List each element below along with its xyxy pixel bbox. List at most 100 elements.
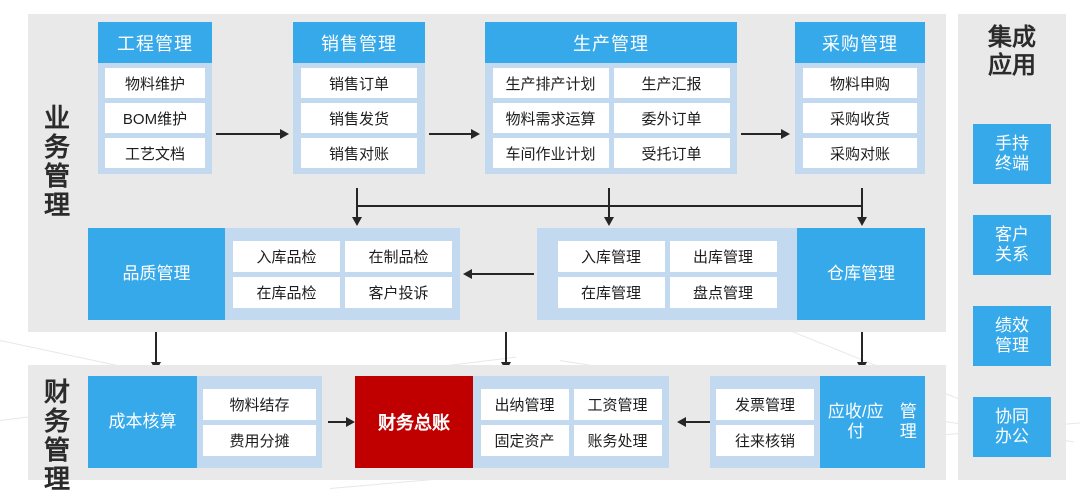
- app-button-customer-relations[interactable]: 客户 关系: [973, 215, 1051, 275]
- block-tiles-ledger-items: 出纳管理 工资管理 固定资产 账务处理: [473, 376, 669, 468]
- tile-material-requisition[interactable]: 物料申购: [803, 68, 917, 98]
- block-tiles-warehouse: 入库管理 出库管理 在库管理 盘点管理: [537, 228, 797, 320]
- module-header-purchase: 采购管理: [795, 22, 925, 63]
- block-tiles-quality: 入库品检 在制品检 在库品检 客户投诉: [225, 228, 460, 320]
- tile-wip-inspection[interactable]: 在制品检: [345, 240, 452, 272]
- app-3-line1: 协同: [995, 406, 1029, 426]
- finance-section-label: 财务管理: [43, 377, 70, 493]
- arrow-receivable-to-ledger-icon: [677, 417, 686, 427]
- block-general-ledger[interactable]: 财务总账: [355, 376, 473, 468]
- app-button-collaborative-office[interactable]: 协同 办公: [973, 397, 1051, 457]
- block-tiles-cost: 物料结存 费用分摊: [197, 376, 322, 468]
- module-tiles-sales: 销售订单 销售发货 销售对账: [293, 63, 425, 174]
- block-label-receivable: 应收/应付 管理: [820, 376, 925, 468]
- tile-purchase-receipt[interactable]: 采购收货: [803, 103, 917, 133]
- app-3-line2: 办公: [995, 427, 1029, 446]
- apps-title-line2: 应用: [988, 51, 1036, 79]
- arrow-bus-to-warehouse-right-icon: [857, 217, 867, 226]
- tile-sales-order[interactable]: 销售订单: [301, 68, 417, 98]
- tile-expense-allocation[interactable]: 费用分摊: [203, 424, 316, 456]
- module-card-purchase[interactable]: 采购管理 物料申购 采购收货 采购对账: [795, 22, 925, 174]
- module-header-production: 生产管理: [485, 22, 737, 63]
- app-1-line2: 关系: [995, 245, 1029, 264]
- app-2-line1: 绩效: [995, 315, 1029, 335]
- tile-cashier-management[interactable]: 出纳管理: [480, 388, 569, 420]
- connector-sales-drop: [356, 188, 358, 206]
- tile-outsourcing-order[interactable]: 委外订单: [613, 103, 730, 133]
- block-label-receivable-line2: 管理: [899, 401, 917, 441]
- integrated-apps-title: 集成 应用: [958, 24, 1066, 80]
- connector-production-to-purchase: [741, 133, 783, 135]
- app-button-performance-management[interactable]: 绩效 管理: [973, 306, 1051, 366]
- app-1-line1: 客户: [995, 224, 1029, 244]
- tile-material-maintenance[interactable]: 物料维护: [105, 68, 205, 98]
- tile-sales-delivery[interactable]: 销售发货: [301, 103, 417, 133]
- tile-stock-inspection[interactable]: 在库品检: [233, 276, 340, 308]
- block-cost-accounting[interactable]: 成本核算 物料结存 费用分摊: [88, 376, 322, 468]
- connector-sales-to-production: [429, 133, 473, 135]
- block-label-cost-accounting: 成本核算: [88, 376, 197, 468]
- block-label-warehouse: 仓库管理: [797, 228, 925, 320]
- app-0-line2: 终端: [995, 154, 1029, 173]
- tile-purchase-reconciliation[interactable]: 采购对账: [803, 138, 917, 168]
- connector-bus-to-warehouse-left: [608, 205, 610, 219]
- tile-material-balance[interactable]: 物料结存: [203, 388, 316, 420]
- block-label-quality: 品质管理: [88, 228, 225, 320]
- connector-production-drop: [608, 188, 610, 206]
- tile-mrp[interactable]: 物料需求运算: [492, 103, 609, 133]
- tile-customer-complaint[interactable]: 客户投诉: [345, 276, 452, 308]
- connector-to-ledger: [505, 332, 507, 364]
- module-tiles-production: 生产排产计划 生产汇报 物料需求运算 委外订单 车间作业计划 受托订单: [485, 63, 737, 174]
- tile-production-report[interactable]: 生产汇报: [613, 68, 730, 98]
- app-2-line2: 管理: [995, 336, 1029, 355]
- tile-settlement-writeoff[interactable]: 往来核销: [716, 424, 814, 456]
- connector-bus-to-warehouse-right: [861, 205, 863, 219]
- arrow-engineering-to-sales-icon: [280, 129, 289, 139]
- arrow-production-to-purchase-icon: [781, 129, 790, 139]
- tile-stocktaking-management[interactable]: 盘点管理: [669, 276, 777, 308]
- connector-warehouse-to-quality: [472, 273, 534, 275]
- connector-warehouse-to-receivable: [861, 332, 863, 364]
- tile-accounting-processing[interactable]: 账务处理: [573, 424, 662, 456]
- apps-title-line1: 集成: [988, 24, 1036, 51]
- module-header-sales: 销售管理: [293, 22, 425, 63]
- connector-engineering-to-sales: [216, 133, 282, 135]
- block-quality-management[interactable]: 品质管理 入库品检 在制品检 在库品检 客户投诉: [88, 228, 460, 320]
- block-receivable-payable[interactable]: 发票管理 往来核销 应收/应付 管理: [710, 376, 925, 468]
- tile-workshop-plan[interactable]: 车间作业计划: [492, 138, 609, 168]
- connector-cost-to-ledger: [328, 421, 348, 423]
- connector-bus-to-quality: [356, 205, 358, 219]
- app-0-line1: 手持: [995, 133, 1029, 153]
- tile-bom-maintenance[interactable]: BOM维护: [105, 103, 205, 133]
- arrow-warehouse-to-quality-icon: [463, 269, 472, 279]
- tile-sales-reconciliation[interactable]: 销售对账: [301, 138, 417, 168]
- connector-purchase-drop: [861, 188, 863, 206]
- connector-receivable-to-ledger: [686, 421, 718, 423]
- tile-outbound-management[interactable]: 出库管理: [669, 240, 777, 272]
- module-card-sales[interactable]: 销售管理 销售订单 销售发货 销售对账: [293, 22, 425, 174]
- tile-fixed-assets[interactable]: 固定资产: [480, 424, 569, 456]
- tile-stock-management[interactable]: 在库管理: [557, 276, 665, 308]
- arrow-cost-to-ledger-icon: [346, 417, 355, 427]
- module-card-production[interactable]: 生产管理 生产排产计划 生产汇报 物料需求运算 委外订单 车间作业计划 受托订单: [485, 22, 737, 174]
- module-header-engineering: 工程管理: [98, 22, 212, 63]
- app-button-handheld-terminal[interactable]: 手持 终端: [973, 124, 1051, 184]
- block-ledger-items[interactable]: 出纳管理 工资管理 固定资产 账务处理: [473, 376, 669, 468]
- tile-inbound-inspection[interactable]: 入库品检: [233, 240, 340, 272]
- arrow-bus-to-quality-icon: [352, 217, 362, 226]
- module-card-engineering[interactable]: 工程管理 物料维护 BOM维护 工艺文档: [98, 22, 212, 174]
- block-tiles-receivable: 发票管理 往来核销: [710, 376, 820, 468]
- tile-production-schedule[interactable]: 生产排产计划: [492, 68, 609, 98]
- tile-payroll-management[interactable]: 工资管理: [573, 388, 662, 420]
- module-tiles-purchase: 物料申购 采购收货 采购对账: [795, 63, 925, 174]
- tile-invoice-management[interactable]: 发票管理: [716, 388, 814, 420]
- block-label-receivable-line1: 应收/应付: [827, 401, 884, 441]
- connector-quality-to-cost: [155, 332, 157, 364]
- arrow-bus-to-warehouse-left-icon: [604, 217, 614, 226]
- tile-inbound-management[interactable]: 入库管理: [557, 240, 665, 272]
- business-section-label: 业务管理: [43, 103, 70, 221]
- block-warehouse-management[interactable]: 入库管理 出库管理 在库管理 盘点管理 仓库管理: [537, 228, 925, 320]
- tile-entrusted-order[interactable]: 受托订单: [613, 138, 730, 168]
- module-tiles-engineering: 物料维护 BOM维护 工艺文档: [98, 63, 212, 174]
- tile-process-document[interactable]: 工艺文档: [105, 138, 205, 168]
